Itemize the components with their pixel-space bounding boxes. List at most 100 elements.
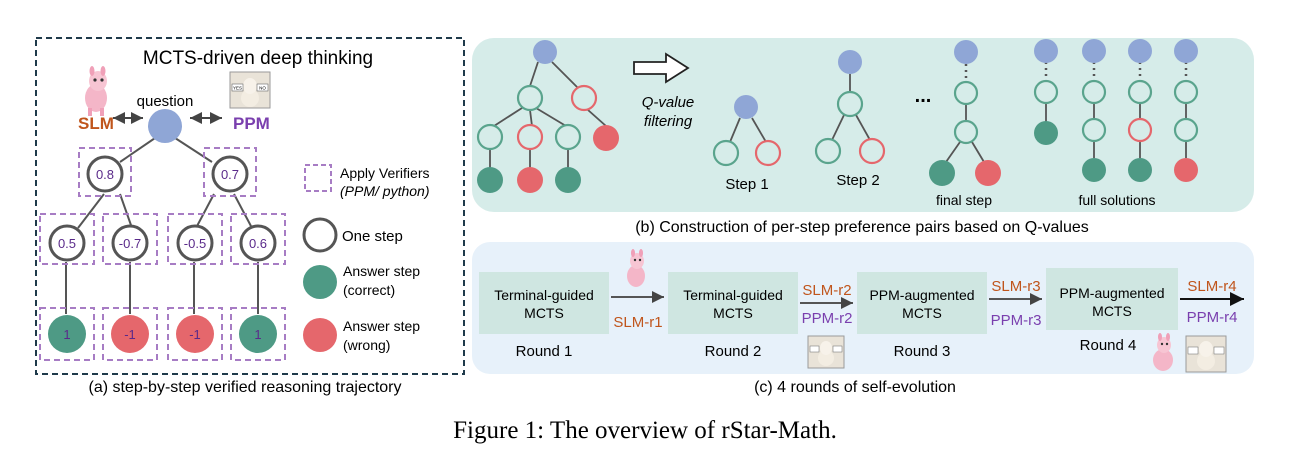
answer-correct-node — [48, 315, 86, 353]
q-value-label: -0.5 — [184, 236, 206, 251]
llama-icon — [1153, 333, 1173, 371]
ppm-sign-no: NO — [259, 86, 266, 91]
reward-label: 1 — [63, 327, 70, 342]
round3-label: Round 3 — [894, 343, 951, 360]
ppm-icon — [1185, 335, 1227, 373]
step-node — [239, 224, 277, 262]
verifier-boxes — [39, 147, 286, 361]
step-nodes — [48, 155, 277, 262]
arrow2-top: SLM-r2 — [802, 282, 851, 299]
arrow1-bottom: SLM-r1 — [613, 314, 662, 331]
arrow4-top: SLM-r4 — [1187, 278, 1236, 295]
step-node — [111, 224, 149, 262]
answer-wrong-node — [176, 315, 214, 353]
legend-wrong-l1: Answer step — [343, 318, 420, 334]
q-value-label: 0.7 — [221, 167, 239, 182]
step2-rejected — [858, 137, 886, 165]
q-value-label: -0.7 — [119, 236, 141, 251]
step-node — [176, 224, 214, 262]
panel-c-caption: (c) 4 rounds of self-evolution — [754, 379, 956, 396]
panel-a: MCTS-driven deep thinking SLM YES NO PPM… — [35, 37, 465, 396]
legend: Apply Verifiers (PPM/ python) One step A… — [302, 164, 429, 353]
tree-node — [476, 123, 504, 151]
legend-verifier-swatch — [304, 164, 332, 192]
final-rejected — [975, 160, 1001, 186]
panel-b: Q-value filtering Step 1 Step 2 ... — [472, 38, 1254, 236]
panel-a-border — [35, 37, 465, 375]
legend-verifiers-label: Apply Verifiers — [340, 165, 429, 181]
round3-box — [857, 272, 987, 334]
final-node — [953, 80, 979, 106]
ppm-label: PPM — [233, 114, 270, 133]
round4-box — [1046, 268, 1178, 330]
final-root — [954, 40, 978, 64]
tree-node — [516, 84, 544, 112]
step2-node — [836, 90, 864, 118]
panel-b-caption: (b) Construction of per-step preference … — [635, 219, 1089, 236]
step-node — [211, 155, 249, 193]
tree-answer-correct — [555, 167, 581, 193]
arrow3-bottom: PPM-r3 — [991, 312, 1042, 329]
panel-c: Terminal-guided MCTS Terminal-guided MCT… — [472, 242, 1254, 396]
tree-node-wrong — [516, 123, 544, 151]
full-solutions — [1033, 39, 1199, 182]
arrow3-top: SLM-r3 — [991, 278, 1040, 295]
question-label: question — [137, 93, 194, 110]
filter-arrow-icon — [633, 52, 690, 84]
q-value-label: 0.5 — [58, 236, 76, 251]
final-chosen — [929, 160, 955, 186]
ellipsis-label: ... — [915, 85, 932, 107]
full-solutions-label: full solutions — [1078, 192, 1155, 208]
round4-box-l1: PPM-augmented — [1059, 285, 1164, 301]
legend-correct-swatch — [303, 265, 337, 299]
round4-box-l2: MCTS — [1092, 303, 1132, 319]
llama-icon — [85, 66, 107, 116]
step2-chosen — [814, 137, 842, 165]
legend-verifiers-sub: (PPM/ python) — [340, 183, 429, 199]
round3-box-l1: PPM-augmented — [869, 287, 974, 303]
q-value-label: 0.6 — [249, 236, 267, 251]
round1-label: Round 1 — [516, 343, 573, 360]
llama-icon — [627, 249, 645, 287]
reward-label: -1 — [189, 327, 201, 342]
legend-wrong-l2: (wrong) — [343, 337, 390, 353]
panel-a-caption: (a) step-by-step verified reasoning traj… — [88, 379, 401, 396]
round1-box — [479, 272, 609, 334]
full-tree-edges — [489, 61, 607, 168]
panel-a-title: MCTS-driven deep thinking — [143, 48, 373, 69]
step1-chosen — [712, 139, 740, 167]
figure-caption: Figure 1: The overview of rStar-Math. — [453, 417, 837, 444]
tree-node-wrong — [570, 84, 598, 112]
round2-box-l1: Terminal-guided — [683, 287, 783, 303]
step1-rejected — [754, 139, 782, 167]
step1-root — [734, 95, 758, 119]
answer-wrong-node — [111, 315, 149, 353]
answer-correct-node — [239, 315, 277, 353]
round1-box-l2: MCTS — [524, 305, 564, 321]
tree-answer-wrong — [517, 167, 543, 193]
step2-root — [838, 50, 862, 74]
tree-answer-wrong — [593, 125, 619, 151]
round1-box-l1: Terminal-guided — [494, 287, 594, 303]
step-node — [48, 224, 86, 262]
ppm-icon: YES NO — [229, 71, 271, 109]
legend-wrong-swatch — [303, 318, 337, 352]
step-node — [86, 155, 124, 193]
filtering-label: filtering — [644, 113, 693, 130]
round4-label: Round 4 — [1080, 337, 1137, 354]
round3-box-l2: MCTS — [902, 305, 942, 321]
tree-node-root — [533, 40, 557, 64]
legend-correct-l2: (correct) — [343, 282, 395, 298]
tree-edges — [65, 135, 259, 314]
reward-label: -1 — [124, 327, 136, 342]
arrow2-bottom: PPM-r2 — [802, 310, 853, 327]
tree-node — [554, 123, 582, 151]
ppm-sign-yes: YES — [233, 86, 242, 91]
final-step-label: final step — [936, 192, 992, 208]
qvalue-label: Q-value — [642, 94, 695, 111]
legend-correct-l1: Answer step — [343, 263, 420, 279]
ppm-icon — [807, 335, 845, 369]
tree-answer-correct — [477, 167, 503, 193]
legend-step-swatch — [302, 217, 338, 253]
